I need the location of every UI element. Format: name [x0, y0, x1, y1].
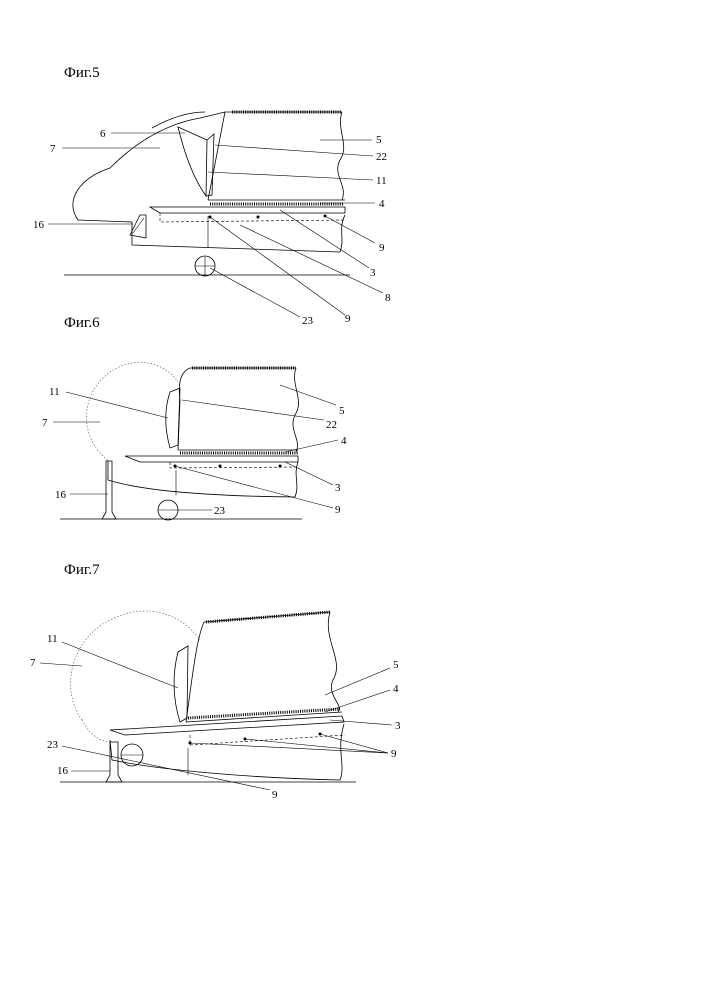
platform: [150, 207, 345, 213]
label-7: 7: [50, 143, 56, 155]
label-9: 9: [379, 242, 385, 254]
canopy-line: [152, 112, 205, 128]
label-11: 11: [376, 175, 387, 187]
leader-22: [182, 400, 324, 420]
label-23: 23: [302, 315, 314, 327]
label-5: 5: [393, 659, 399, 671]
swung-nose-outline: [87, 362, 179, 460]
label-22: 22: [326, 419, 337, 431]
leader-9: [325, 216, 375, 243]
label-3: 3: [395, 720, 401, 732]
platform: [110, 716, 344, 735]
label-9: 9: [272, 789, 278, 801]
leader-11: [208, 172, 373, 180]
door-panel: [178, 127, 207, 196]
roller: [279, 465, 282, 468]
label-22: 22: [376, 151, 387, 163]
leader-5: [280, 385, 336, 405]
figure-6: Фиг.6: [42, 315, 347, 520]
leader-23: [62, 746, 270, 790]
module-front-edge: [186, 622, 204, 722]
label-5: 5: [339, 405, 345, 417]
label-7: 7: [42, 417, 48, 429]
label-16: 16: [55, 489, 67, 501]
figure-6-title: Фиг.6: [64, 315, 100, 331]
swung-nose-outline: [82, 720, 112, 742]
nose-lower-line: [78, 220, 132, 222]
label-6: 6: [100, 128, 106, 140]
leader-8: [240, 225, 383, 293]
label-3: 3: [335, 482, 341, 494]
leader-4: [285, 440, 338, 452]
module-front-edge: [208, 112, 225, 200]
label-4: 4: [341, 435, 347, 447]
rail-dashed: [190, 735, 345, 745]
label-8: 8: [385, 292, 391, 304]
leader-11: [62, 642, 178, 688]
support-strut: [102, 461, 116, 519]
rail-dashed: [160, 213, 345, 222]
roller: [219, 465, 222, 468]
label-23: 23: [214, 505, 226, 517]
figure-7: Фиг.7: [30, 562, 401, 801]
nose-fuselage-outline: [73, 112, 342, 220]
leader-4: [325, 690, 390, 712]
module-front-edge: [178, 368, 190, 450]
leader-3: [285, 462, 333, 485]
label-5: 5: [376, 134, 382, 146]
module-break-line: [338, 112, 344, 200]
module-top: [204, 612, 330, 622]
label-4: 4: [379, 198, 385, 210]
label-9: 9: [335, 504, 341, 516]
leader-7: [40, 663, 82, 666]
module-break-line: [328, 612, 339, 712]
platform: [125, 456, 298, 462]
roller: [257, 216, 260, 219]
label-11: 11: [49, 386, 60, 398]
rail-dashed: [170, 462, 298, 468]
leader-9: [210, 217, 345, 315]
figure-5: Фиг.5: [33, 65, 391, 327]
figure-5-title: Фиг.5: [64, 65, 100, 81]
figure-7-title: Фиг.7: [64, 562, 100, 578]
door-panel: [174, 646, 188, 722]
module-break-line: [293, 368, 299, 452]
leader-5: [325, 668, 390, 695]
swung-nose-outline: [71, 611, 200, 720]
label-16: 16: [57, 765, 69, 777]
leader-22: [215, 145, 373, 156]
label-9: 9: [391, 748, 397, 760]
label-7: 7: [30, 657, 36, 669]
label-16: 16: [33, 219, 45, 231]
leader-9: [245, 739, 388, 753]
leader-11: [66, 392, 168, 418]
label-11: 11: [47, 633, 58, 645]
label-4: 4: [393, 683, 399, 695]
lower-fuselage: [108, 461, 298, 497]
label-9: 9: [345, 313, 351, 325]
support-strut: [106, 742, 122, 782]
leader-3: [280, 210, 369, 268]
leader-9: [175, 466, 333, 508]
lower-fuselage: [110, 724, 344, 780]
label-23: 23: [47, 739, 59, 751]
label-3: 3: [370, 267, 376, 279]
